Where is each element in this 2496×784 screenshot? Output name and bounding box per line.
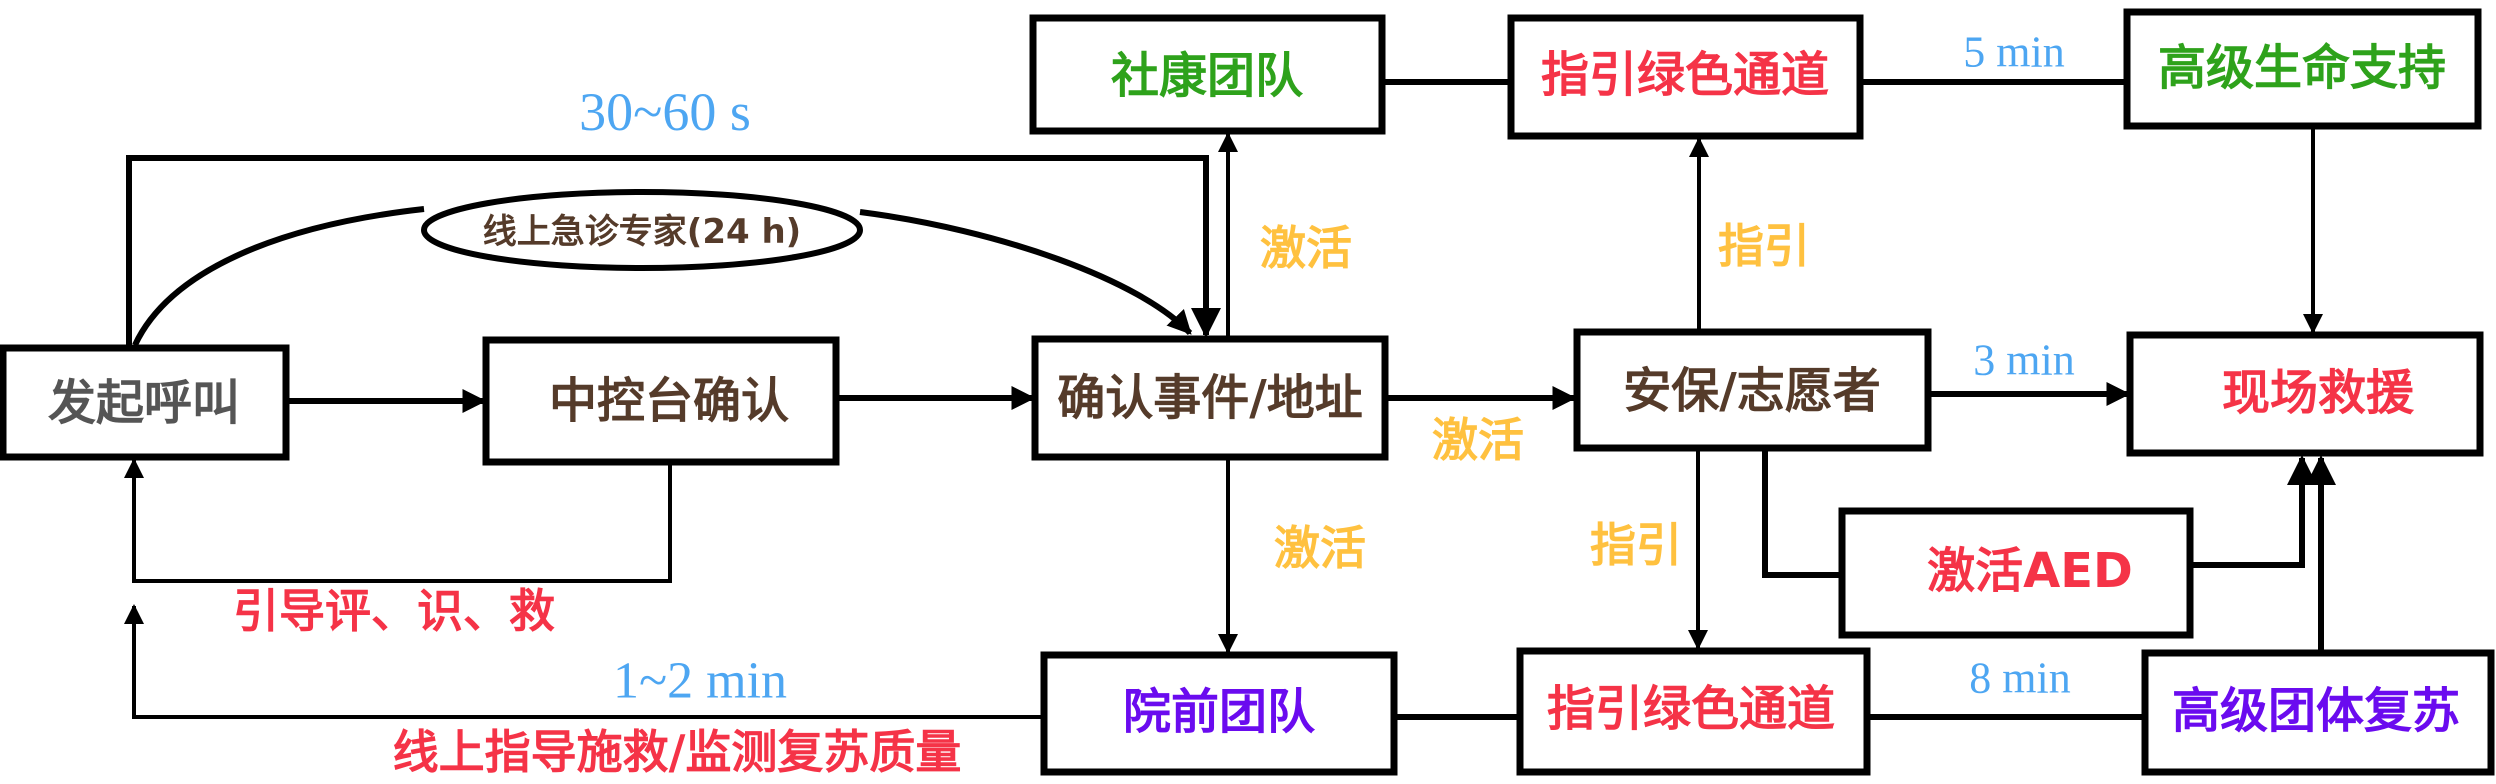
node-online-expert[interactable]: 线上急诊专家(24 h) xyxy=(421,189,863,271)
node-community-team[interactable]: 社康团队 xyxy=(1029,14,1386,135)
node-label: 高级团体复苏 xyxy=(2172,683,2460,739)
edge-label-activate-right: 激活 xyxy=(1432,413,1524,467)
node-control-confirm[interactable]: 中控台确认 xyxy=(482,336,840,466)
edge-prehospital-to-call xyxy=(124,604,1043,719)
edge-label-activate-down: 激活 xyxy=(1274,521,1366,575)
node-initiate-call[interactable]: 发起呼叫 xyxy=(0,344,290,461)
timing-5min: 5 min xyxy=(1963,28,2064,77)
node-advanced-team-cpr[interactable]: 高级团体复苏 xyxy=(2141,649,2495,776)
node-label: 指引绿色通道 xyxy=(1547,681,1835,737)
edge-label-guide-assess: 引导评、识、救 xyxy=(233,584,555,638)
timing-8min: 8 min xyxy=(1969,654,2070,703)
timing-3min: 3 min xyxy=(1973,336,2074,385)
node-security-volunteer[interactable]: 安保/志愿者 xyxy=(1573,328,1932,452)
edge-control-loop-back xyxy=(124,458,672,583)
node-label: 激活AED xyxy=(1927,543,2133,599)
edge-call-to-expert xyxy=(132,206,425,347)
node-prehospital-team[interactable]: 院前团队 xyxy=(1040,651,1398,776)
node-label: 确认事件/地址 xyxy=(1057,370,1363,426)
edge-aed-to-rescue xyxy=(2190,455,2317,568)
edge-label-online-guidance: 线上指导施救/监测复苏质量 xyxy=(393,725,962,779)
node-advanced-life-support[interactable]: 高级生命支持 xyxy=(2123,8,2482,130)
node-label: 中控台确认 xyxy=(549,373,789,429)
node-label: 现场救援 xyxy=(2222,365,2415,421)
edge-security-to-aed xyxy=(1762,448,1842,578)
timing-30-60s: 30~60 s xyxy=(579,82,751,142)
node-confirm-event[interactable]: 确认事件/地址 xyxy=(1031,335,1389,461)
node-label: 安保/志愿者 xyxy=(1623,363,1881,419)
node-label: 线上急诊专家(24 h) xyxy=(483,212,801,252)
node-label: 社康团队 xyxy=(1111,48,1304,104)
node-green-channel-bottom[interactable]: 指引绿色通道 xyxy=(1516,647,1871,776)
timing-1-2min: 1~2 min xyxy=(613,653,787,710)
edge-expert-to-confirm xyxy=(859,209,1193,336)
node-label: 高级生命支持 xyxy=(2158,40,2446,96)
node-label: 院前团队 xyxy=(1123,684,1316,740)
node-green-channel-top[interactable]: 指引绿色通道 xyxy=(1507,14,1864,140)
node-activate-aed[interactable]: 激活AED xyxy=(1838,507,2194,639)
node-label: 发起呼叫 xyxy=(48,375,240,431)
edge-label-guide-up: 指引 xyxy=(1718,219,1810,273)
edge-label-guide-down: 指引 xyxy=(1590,518,1682,572)
node-label: 指引绿色通道 xyxy=(1541,47,1829,103)
edge-label-activate-up: 激活 xyxy=(1260,221,1352,275)
node-onsite-rescue[interactable]: 现场救援 xyxy=(2126,331,2484,457)
edge-call-direct-to-confirm xyxy=(126,155,1221,347)
